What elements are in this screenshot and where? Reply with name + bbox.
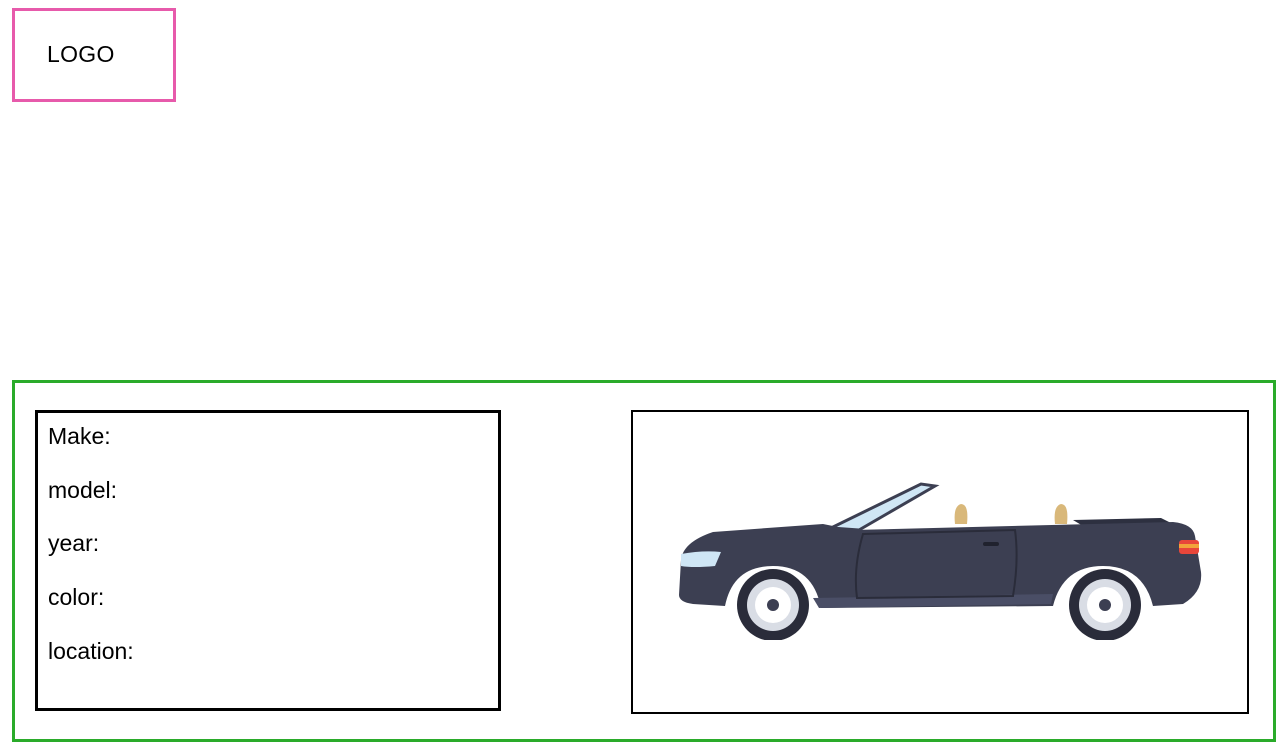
year-label: year:: [48, 530, 100, 556]
convertible-car-icon: [679, 482, 1202, 640]
car-details-box: Make: model: year: color: location:: [35, 410, 501, 711]
logo-text: LOGO: [47, 41, 115, 67]
model-label: model:: [48, 477, 118, 503]
logo-box[interactable]: LOGO: [12, 8, 176, 102]
color-label: color:: [48, 584, 105, 610]
car-image-box: [631, 410, 1249, 714]
location-label: location:: [48, 638, 134, 664]
make-label: Make:: [48, 423, 111, 449]
main-panel: Make: model: year: color: location:: [12, 380, 1276, 742]
